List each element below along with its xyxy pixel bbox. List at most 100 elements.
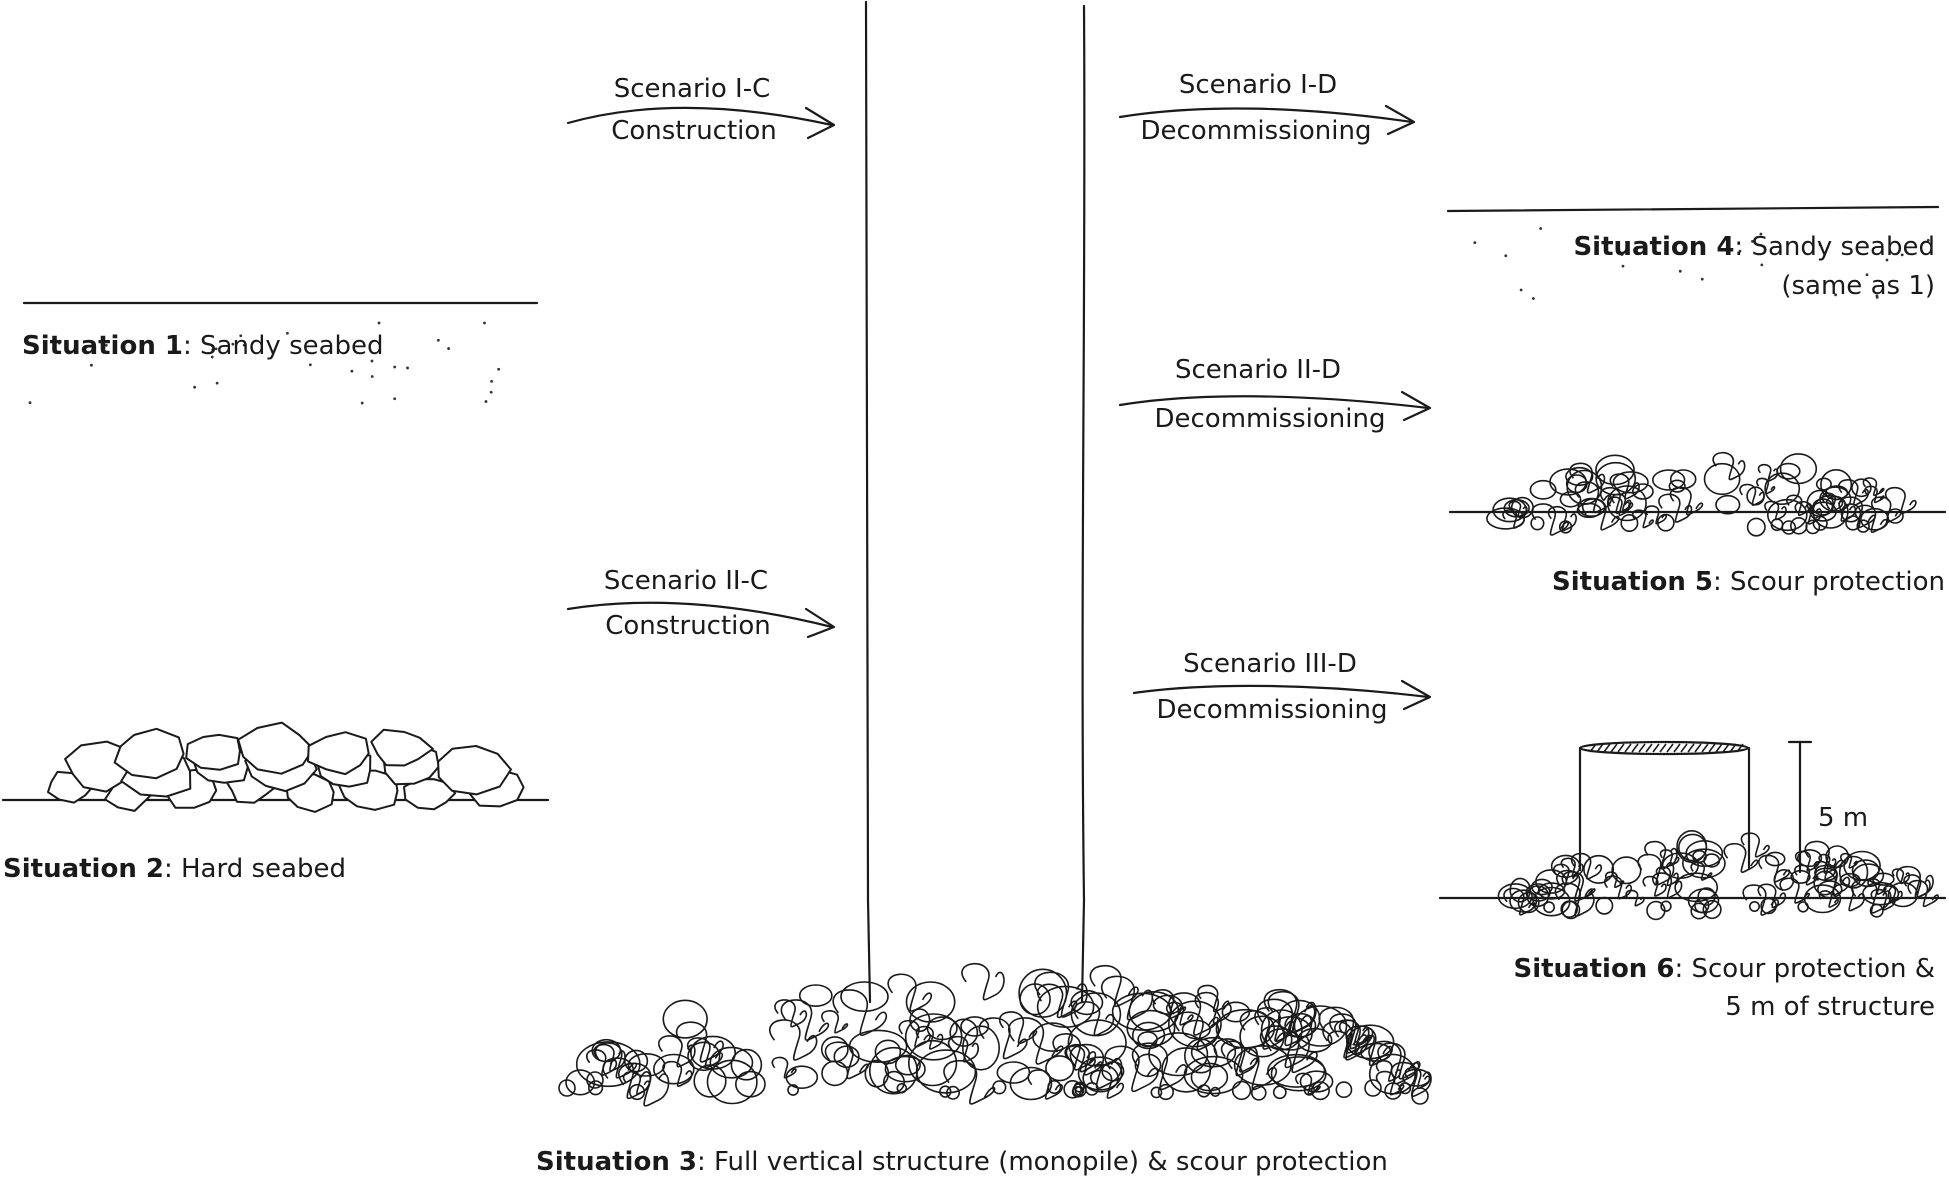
sand-dot xyxy=(1834,293,1837,297)
situation-1: Situation 1: Sandy seabed xyxy=(22,301,539,405)
rock-loop xyxy=(1267,1053,1326,1088)
sand-dot xyxy=(484,400,488,403)
rock-loop xyxy=(774,999,808,1028)
pebble xyxy=(1364,1079,1382,1097)
rock-loop xyxy=(1779,453,1818,485)
scenario-ii-d-phase: Decommissioning xyxy=(1154,404,1385,434)
scenario-ii-d-arrow[interactable]: Scenario II-D Decommissioning xyxy=(1118,355,1432,434)
rock-loop xyxy=(785,1065,819,1089)
rock-loop xyxy=(1826,495,1857,522)
hatch-line xyxy=(1666,743,1674,753)
rock-loop xyxy=(1611,856,1642,885)
sand-dot xyxy=(28,401,32,405)
rock xyxy=(64,740,133,793)
rock-loop xyxy=(1632,483,1654,500)
monopile-right-edge xyxy=(1080,4,1086,1004)
rock-loop xyxy=(1556,869,1594,902)
rock-loop xyxy=(1625,889,1645,907)
rock-loop xyxy=(1715,494,1741,515)
rock-loop xyxy=(1817,880,1843,899)
rock-loop xyxy=(1018,968,1068,1018)
hatch-line xyxy=(1624,743,1632,753)
rock-loop xyxy=(1764,472,1801,506)
rock-loop xyxy=(1009,1066,1053,1101)
rock xyxy=(370,728,434,767)
rock-loop xyxy=(1773,869,1795,891)
sand-dot xyxy=(1759,232,1763,236)
rock-loop xyxy=(1329,1013,1371,1050)
situation-5-label: Situation 5: Scour protection xyxy=(1552,567,1945,597)
rock-loop xyxy=(1036,983,1078,1019)
rock-loop xyxy=(1690,861,1713,881)
rock-loop xyxy=(949,1018,979,1047)
pebble xyxy=(1558,520,1573,534)
pebble xyxy=(1845,515,1861,531)
rock-loop xyxy=(623,1049,649,1073)
rock-loop xyxy=(894,1054,921,1076)
sand-dot xyxy=(483,321,486,325)
seabed-line-4 xyxy=(1446,205,1940,213)
pebble xyxy=(1085,1082,1099,1096)
scenario-i-c-arrow[interactable]: Scenario I-C Construction xyxy=(566,74,836,146)
sand-dot xyxy=(490,379,493,383)
sand-dot xyxy=(1760,263,1764,267)
hatch-line xyxy=(1694,743,1702,753)
rock-loop xyxy=(887,973,932,1012)
arrow-line xyxy=(566,601,834,629)
height-dimension: 5 m xyxy=(1787,740,1868,874)
rock-loop xyxy=(1794,501,1822,525)
rock xyxy=(185,733,241,771)
sand-dot xyxy=(1531,297,1535,300)
scenario-ii-d-name: Scenario II-D xyxy=(1175,355,1341,385)
rock-loop xyxy=(798,984,833,1008)
pebble xyxy=(1805,519,1821,535)
rock-loop xyxy=(832,989,887,1037)
rock-loop xyxy=(1604,875,1632,900)
rock-loop xyxy=(1267,990,1317,1034)
rock-loop xyxy=(687,1041,721,1072)
arrow-head xyxy=(1400,679,1432,711)
rock-loop xyxy=(1531,878,1553,896)
rock-loop xyxy=(1503,887,1536,916)
scenario-i-d-arrow[interactable]: Scenario I-D Decommissioning xyxy=(1118,70,1416,146)
sand-dot xyxy=(193,385,197,389)
rock-loop xyxy=(1034,971,1088,1018)
sand-dot xyxy=(286,331,289,335)
rock-loop xyxy=(662,999,708,1039)
rock-loop xyxy=(1069,1043,1123,1090)
sand-dot xyxy=(1738,249,1742,253)
pebble xyxy=(1063,1080,1082,1099)
sand-dot xyxy=(370,375,374,378)
situation-6-label: Situation 6: Scour protection & xyxy=(1513,954,1935,984)
rock-loop xyxy=(1779,877,1810,904)
sand-dot xyxy=(1621,264,1625,268)
pebble xyxy=(1781,520,1797,535)
rock-loop xyxy=(907,1039,958,1087)
arrow-line xyxy=(1132,684,1430,699)
rock-loop xyxy=(1008,1017,1064,1065)
rock-loop xyxy=(978,1017,1028,1060)
scenario-ii-c-arrow[interactable]: Scenario II-C Construction xyxy=(566,566,836,641)
hatch-line xyxy=(1729,743,1737,753)
rock-loop xyxy=(999,1011,1038,1045)
sand-dot xyxy=(1504,254,1508,258)
rock-loop xyxy=(1299,1070,1334,1093)
situation-6: 5 m Situation 6: Scour protection & 5 m … xyxy=(1438,740,1947,1022)
scenario-iii-d-arrow[interactable]: Scenario III-D Decommissioning xyxy=(1132,649,1432,725)
rock-loop xyxy=(1818,890,1840,908)
rock-loop xyxy=(1152,994,1183,1015)
situation-4-label-line2: (same as 1) xyxy=(1781,271,1935,301)
rock-loop xyxy=(1263,988,1316,1034)
rock-loop xyxy=(730,1048,763,1081)
hatch-line xyxy=(1736,743,1744,753)
hatch-line xyxy=(1715,743,1723,753)
stump-top-hatching xyxy=(1589,743,1744,753)
pebble xyxy=(1074,1085,1085,1096)
sand-dot xyxy=(1620,253,1624,256)
sand-dot xyxy=(1751,239,1754,243)
rock-loop xyxy=(1082,1063,1119,1093)
sand-dot xyxy=(360,401,364,405)
scenario-i-c-name: Scenario I-C xyxy=(614,74,771,104)
arrow-head xyxy=(1384,104,1416,136)
rock-loop xyxy=(1547,505,1577,532)
